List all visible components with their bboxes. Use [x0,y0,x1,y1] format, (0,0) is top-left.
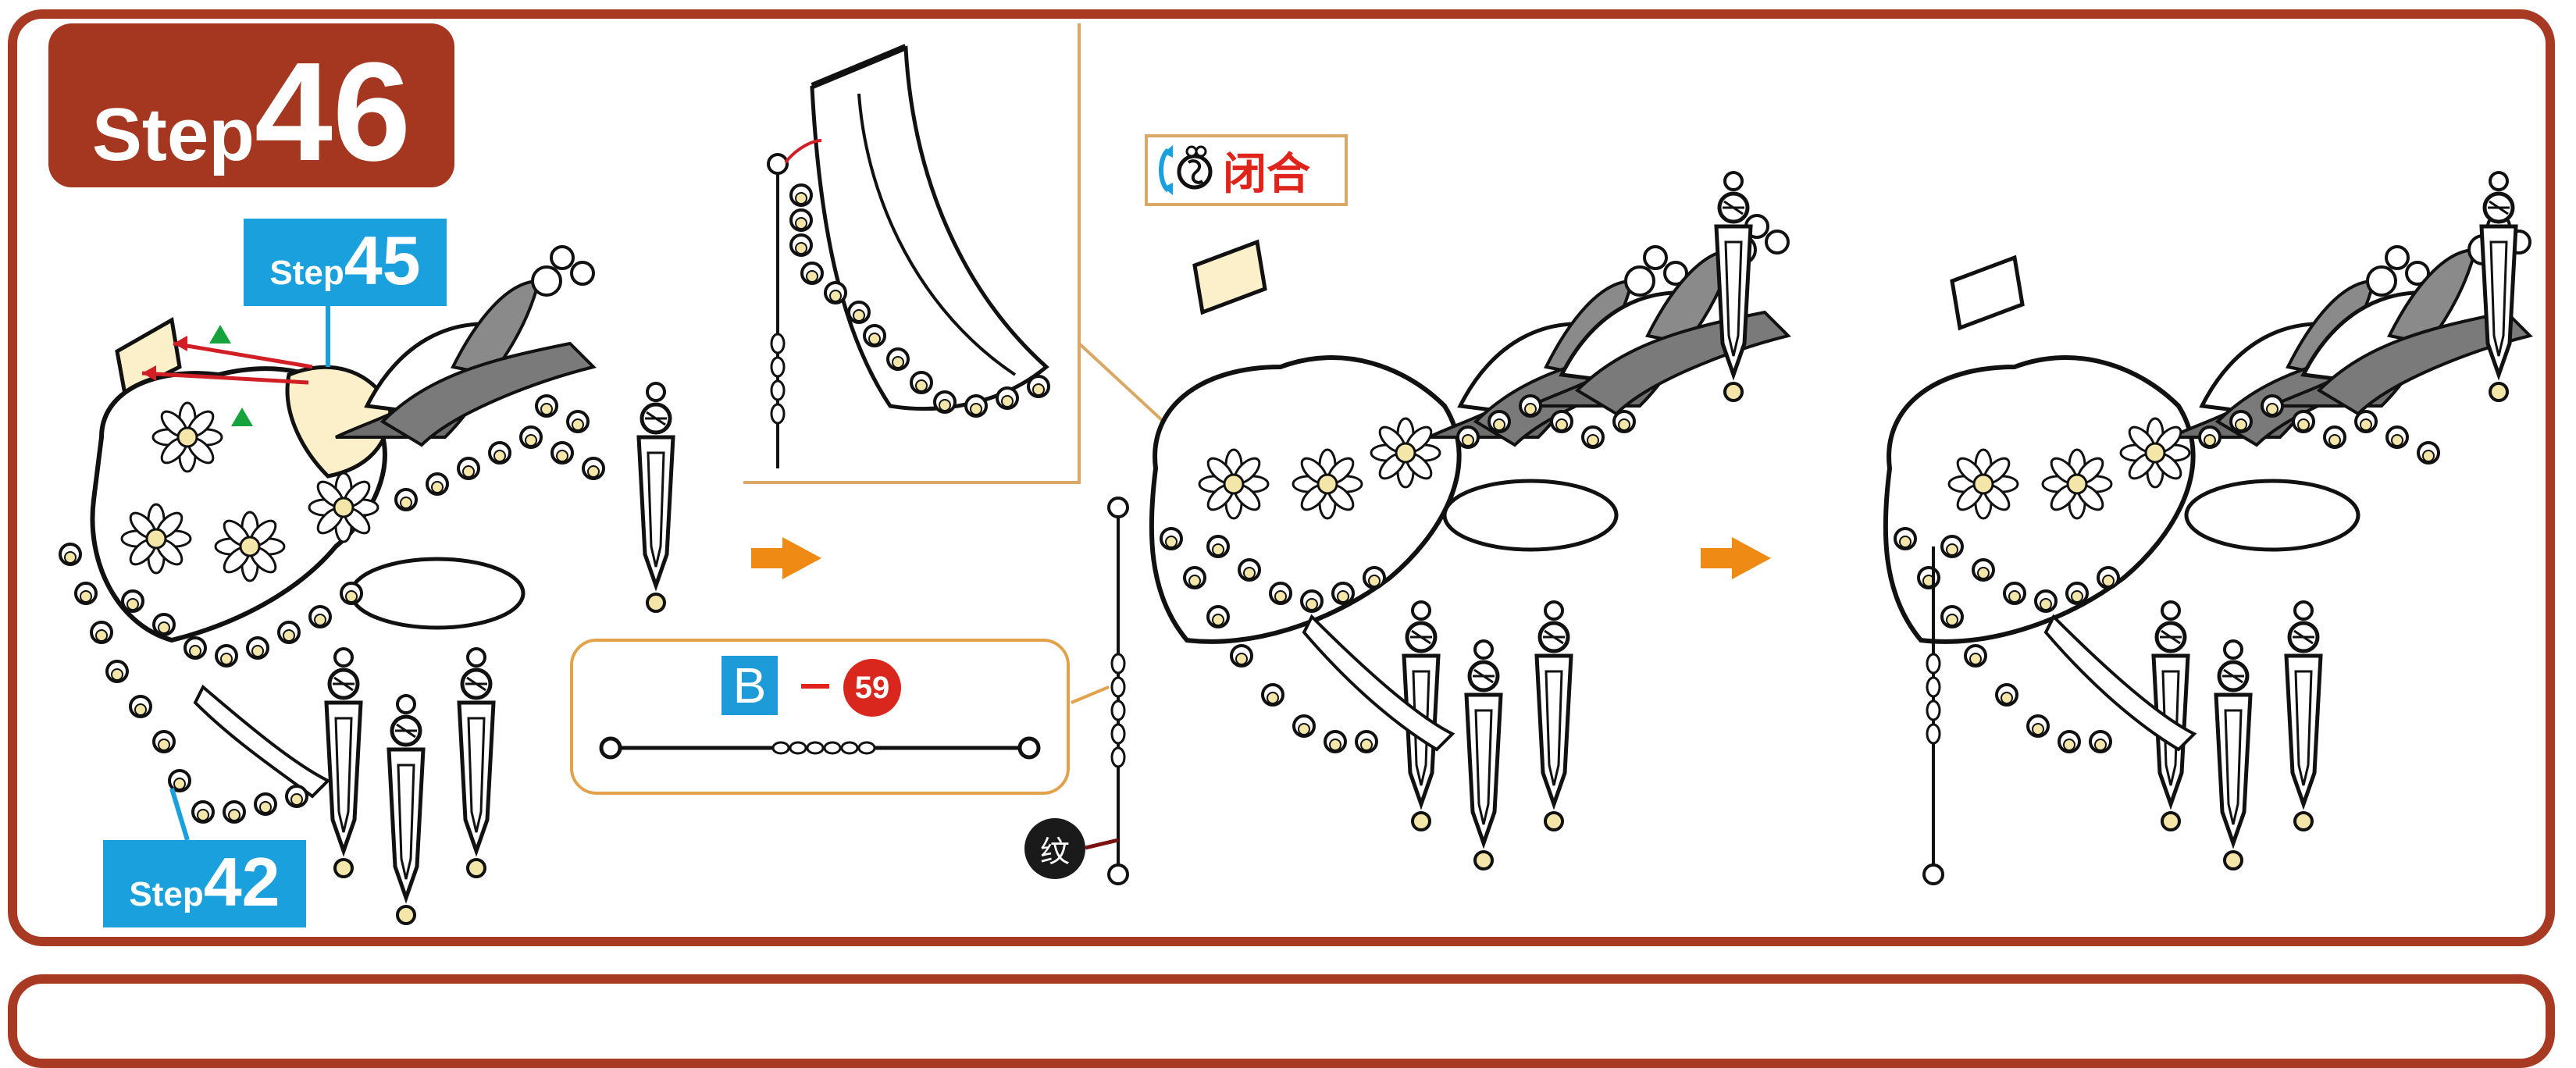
part-number-badge: 59 [843,659,901,717]
next-arrow-2 [1701,537,1771,579]
zoom-inset [743,23,1165,484]
step-title: Step 46 [48,23,454,187]
step-title-number: 46 [254,34,412,190]
part-dash [801,684,829,689]
step-title-word: Step [91,93,255,176]
step42-badge-word: Step [129,875,204,913]
part-callout: B 59 [570,639,1070,795]
pattern-badge: 纹 [1024,818,1085,879]
panel-4-drawing [1883,173,2530,885]
part-letter-badge: B [721,656,778,715]
next-arrow-1 [751,537,821,579]
close-instruction-callout: 闭合 [1145,134,1348,206]
step42-badge-number: 42 [203,843,280,920]
close-instruction-label: 闭合 [1223,148,1310,198]
assembly-diagram [59,23,2576,1008]
step45-badge-number: 45 [344,222,421,299]
step45-badge-word: Step [269,254,344,292]
step42-badge: Step 42 [103,840,306,927]
panel-1-drawing [59,247,673,924]
close-ring-icon [1159,145,1213,195]
chain-part-icon [599,736,1041,760]
step45-badge: Step 45 [244,219,447,306]
instruction-sheet: Step 46 [8,9,2576,1068]
panel-3-drawing [1071,173,1788,885]
